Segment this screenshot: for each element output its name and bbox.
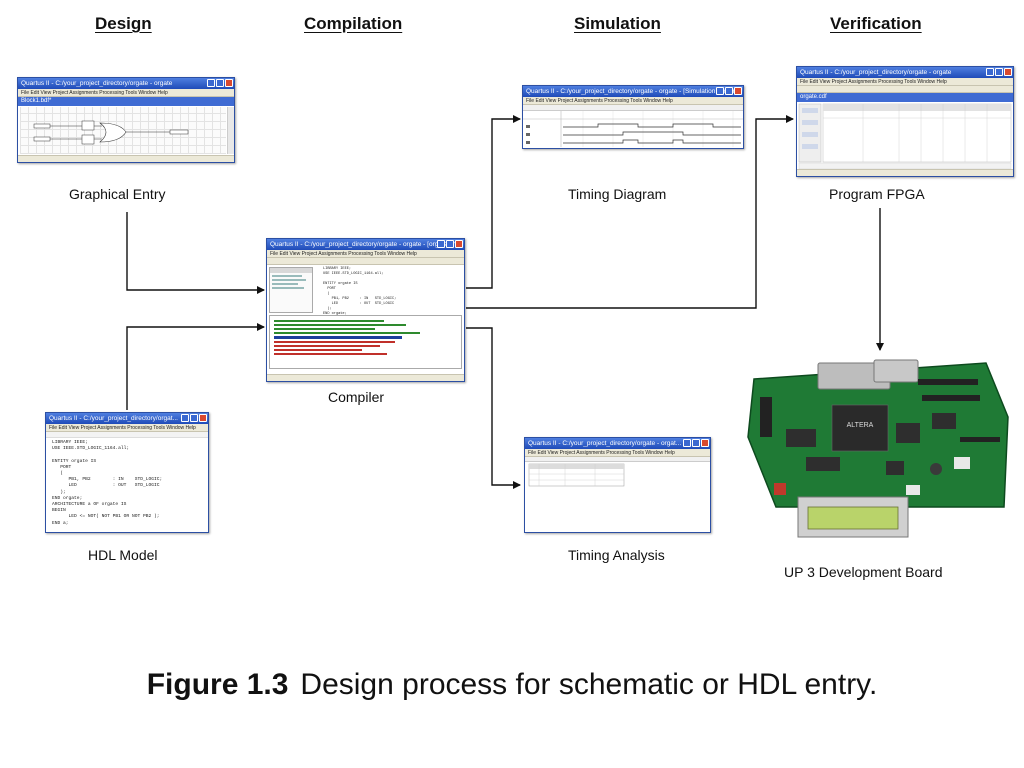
hdl-menubar[interactable]: File Edit View Project Assignments Proce… — [46, 424, 208, 432]
graphical-entry-window: Quartus II - C:/your_project_directory/o… — [17, 77, 235, 163]
program-titlebar: Quartus II - C:/your_project_directory/o… — [797, 67, 1013, 78]
figure-text: Design process for schematic or HDL entr… — [300, 668, 878, 701]
graphical-menubar[interactable]: File Edit View Project Assignments Proce… — [18, 89, 234, 97]
board-illustration: ALTERA — [747, 359, 1009, 538]
minimize-icon[interactable] — [181, 414, 189, 422]
graphical-doc-tab[interactable]: Block1.bdf* — [18, 97, 234, 106]
waveform-view[interactable] — [523, 111, 743, 147]
caption-graphical-entry: Graphical Entry — [69, 186, 166, 202]
caption-timing-diagram: Timing Diagram — [568, 186, 667, 202]
graphical-statusbar — [18, 155, 234, 162]
minimize-icon[interactable] — [716, 87, 724, 95]
compiler-toolbar — [267, 258, 464, 265]
maximize-icon[interactable] — [995, 68, 1003, 76]
timing-analysis-toolbar — [525, 457, 710, 462]
hdl-title: Quartus II - C:/your_project_directory/o… — [49, 415, 178, 422]
compiler-titlebar: Quartus II - C:/your_project_directory/o… — [267, 239, 464, 250]
up3-development-board: ALTERA — [746, 357, 1014, 557]
program-statusbar — [797, 169, 1013, 176]
maximize-icon[interactable] — [446, 240, 454, 248]
compiler-menubar[interactable]: File Edit View Project Assignments Proce… — [267, 250, 464, 258]
minimize-icon[interactable] — [207, 79, 215, 87]
header-compilation: Compilation — [304, 14, 403, 33]
hdl-toolbar — [46, 432, 208, 438]
caption-compiler: Compiler — [328, 389, 385, 405]
compiler-title: Quartus II - C:/your_project_directory/o… — [270, 241, 462, 248]
arrow-compiler-to-timing-analysis — [466, 327, 521, 489]
arrow-hdl-to-compiler — [126, 323, 265, 410]
svg-text:ALTERA: ALTERA — [847, 422, 874, 429]
schematic-drawing — [33, 120, 189, 145]
program-title: Quartus II - C:/your_project_directory/o… — [800, 69, 952, 76]
close-icon[interactable] — [734, 87, 742, 95]
close-icon[interactable] — [199, 414, 207, 422]
timing-diagram-titlebar: Quartus II - C:/your_project_directory/o… — [523, 86, 743, 97]
maximize-icon[interactable] — [692, 439, 700, 447]
figure-number: Figure 1.3 — [146, 668, 289, 701]
hdl-code-editor[interactable]: LIBRARY IEEE; USE IEEE.STD_LOGIC_1164.al… — [52, 440, 163, 526]
maximize-icon[interactable] — [190, 414, 198, 422]
program-menubar[interactable]: File Edit View Project Assignments Proce… — [797, 78, 1013, 86]
compiler-statusbar — [267, 374, 464, 381]
caption-hdl-model: HDL Model — [88, 547, 158, 563]
header-design: Design — [95, 14, 152, 33]
close-icon[interactable] — [1004, 68, 1012, 76]
figure-caption: Figure 1.3 Design process for schematic o… — [0, 668, 1024, 702]
timing-analysis-window: Quartus II - C:/your_project_directory/o… — [524, 437, 711, 533]
minimize-icon[interactable] — [683, 439, 691, 447]
hdl-model-window: Quartus II - C:/your_project_directory/o… — [45, 412, 209, 533]
timing-analysis-titlebar: Quartus II - C:/your_project_directory/o… — [525, 438, 710, 449]
vertical-scrollbar[interactable] — [227, 107, 234, 154]
header-verification: Verification — [830, 14, 922, 33]
timing-table[interactable] — [525, 462, 710, 532]
caption-program-fpga: Program FPGA — [829, 186, 925, 202]
arrow-compiler-to-timing-diagram — [466, 115, 521, 289]
maximize-icon[interactable] — [725, 87, 733, 95]
compiler-window: Quartus II - C:/your_project_directory/o… — [266, 238, 465, 382]
graphical-titlebar: Quartus II - C:/your_project_directory/o… — [18, 78, 234, 89]
timing-diagram-toolbar — [523, 105, 743, 111]
close-icon[interactable] — [225, 79, 233, 87]
minimize-icon[interactable] — [437, 240, 445, 248]
timing-analysis-title: Quartus II - C:/your_project_directory/o… — [528, 440, 682, 447]
minimize-icon[interactable] — [986, 68, 994, 76]
compiler-messages-panel — [269, 315, 462, 369]
caption-board: UP 3 Development Board — [784, 564, 943, 580]
maximize-icon[interactable] — [216, 79, 224, 87]
close-icon[interactable] — [701, 439, 709, 447]
close-icon[interactable] — [455, 240, 463, 248]
timing-diagram-menubar[interactable]: File Edit View Project Assignments Proce… — [523, 97, 743, 105]
timing-diagram-window: Quartus II - C:/your_project_directory/o… — [522, 85, 744, 149]
program-doc-tab[interactable]: orgate.cdf — [797, 93, 1013, 102]
compiler-project-navigator[interactable] — [269, 267, 313, 313]
program-toolbar — [797, 86, 1013, 93]
timing-diagram-title: Quartus II - C:/your_project_directory/o… — [526, 88, 739, 95]
program-fpga-window: Quartus II - C:/your_project_directory/o… — [796, 66, 1014, 177]
caption-timing-analysis: Timing Analysis — [568, 547, 665, 563]
arrow-graphical-to-compiler — [126, 212, 265, 294]
schematic-canvas[interactable] — [20, 107, 226, 154]
hdl-titlebar: Quartus II - C:/your_project_directory/o… — [46, 413, 208, 424]
graphical-title: Quartus II - C:/your_project_directory/o… — [21, 80, 173, 87]
programmer-view[interactable] — [797, 102, 1013, 170]
header-simulation: Simulation — [574, 14, 661, 33]
timing-analysis-menubar[interactable]: File Edit View Project Assignments Proce… — [525, 449, 710, 457]
arrow-compiler-to-program — [466, 115, 794, 309]
